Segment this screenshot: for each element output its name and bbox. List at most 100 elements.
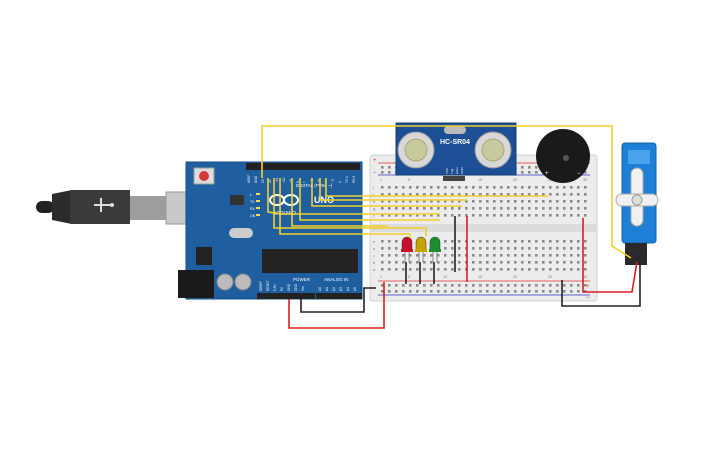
breadboard-hole (535, 261, 538, 264)
breadboard-hole (556, 214, 559, 217)
breadboard-hole (381, 207, 384, 210)
usb-cable (36, 190, 205, 225)
breadboard-hole (528, 261, 531, 264)
breadboard-hole (570, 290, 573, 293)
breadboard-hole (388, 290, 391, 293)
breadboard-hole (458, 207, 461, 210)
breadboard-hole (472, 200, 475, 203)
breadboard-hole (507, 186, 510, 189)
breadboard-hole (528, 200, 531, 203)
breadboard-hole (549, 268, 552, 271)
pin-label-top: GND (254, 175, 258, 183)
breadboard-hole (556, 240, 559, 243)
breadboard-hole (570, 261, 573, 264)
pin-label-top: RX 0 (352, 176, 356, 183)
breadboard-hole (500, 193, 503, 196)
breadboard-hole (521, 254, 524, 257)
breadboard-hole (416, 290, 419, 293)
breadboard-hole (584, 200, 587, 203)
rail-minus-bottom: − (586, 295, 590, 301)
pin-label-analog: A2 (332, 287, 336, 291)
breadboard-hole (416, 200, 419, 203)
breadboard-hole (556, 290, 559, 293)
breadboard-hole (395, 268, 398, 271)
breadboard-hole (472, 193, 475, 196)
breadboard-hole (500, 284, 503, 287)
breadboard-hole (514, 186, 517, 189)
breadboard-hole (584, 207, 587, 210)
breadboard-hole (584, 268, 587, 271)
breadboard-hole (521, 240, 524, 243)
breadboard-hole (535, 284, 538, 287)
breadboard-hole (458, 254, 461, 257)
sensor-pin-label: Echo (455, 167, 459, 174)
breadboard-hole (535, 247, 538, 250)
pin-label-power: IOREF (259, 281, 263, 291)
breadboard-hole (486, 284, 489, 287)
column-number: 30 (583, 275, 587, 279)
breadboard-hole (535, 171, 538, 174)
breadboard-hole (458, 193, 461, 196)
breadboard-hole (570, 200, 573, 203)
breadboard-hole (535, 200, 538, 203)
breadboard-hole (472, 284, 475, 287)
breadboard-hole (563, 261, 566, 264)
reset-button[interactable] (193, 167, 215, 185)
breadboard-hole (514, 290, 517, 293)
breadboard-hole (423, 254, 426, 257)
breadboard-hole (486, 200, 489, 203)
breadboard-hole (437, 284, 440, 287)
breadboard-hole (486, 240, 489, 243)
breadboard-hole (535, 214, 538, 217)
breadboard-hole (402, 254, 405, 257)
breadboard-hole (388, 166, 391, 169)
breadboard-hole (493, 240, 496, 243)
breadboard-hole (381, 247, 384, 250)
breadboard-hole (479, 207, 482, 210)
breadboard-hole (402, 268, 405, 271)
wire-yellow-1 (267, 178, 440, 215)
breadboard-hole (381, 284, 384, 287)
breadboard-hole (381, 166, 384, 169)
row-letter: f (373, 213, 375, 218)
breadboard-hole (416, 284, 419, 287)
breadboard-hole (479, 240, 482, 243)
led-green (429, 236, 441, 262)
breadboard-hole (542, 200, 545, 203)
breadboard-hole (402, 284, 405, 287)
breadboard-hole (528, 186, 531, 189)
breadboard-hole (577, 207, 580, 210)
breadboard-hole (493, 193, 496, 196)
breadboard-hole (437, 200, 440, 203)
breadboard-hole (563, 247, 566, 250)
breadboard-hole (388, 186, 391, 189)
breadboard-hole (514, 193, 517, 196)
breadboard-hole (465, 290, 468, 293)
analog-header-label: ANALOG IN (324, 277, 349, 282)
breadboard-hole (493, 254, 496, 257)
breadboard-hole (486, 268, 489, 271)
column-number: 15 (478, 178, 482, 182)
breadboard-hole (584, 193, 587, 196)
breadboard-hole (458, 186, 461, 189)
breadboard-hole (528, 247, 531, 250)
board-led-label: TX (250, 200, 255, 204)
breadboard-hole (507, 254, 510, 257)
breadboard-hole (381, 186, 384, 189)
breadboard-hole (479, 284, 482, 287)
breadboard-hole (507, 200, 510, 203)
sensor-model-label: HC-SR04 (440, 139, 470, 146)
row-letter: c (373, 253, 375, 258)
breadboard-hole (395, 186, 398, 189)
breadboard-hole (430, 200, 433, 203)
breadboard-hole (388, 240, 391, 243)
breadboard-hole (556, 284, 559, 287)
breadboard-hole (500, 290, 503, 293)
breadboard-hole (388, 247, 391, 250)
breadboard-hole (458, 268, 461, 271)
breadboard-hole (521, 268, 524, 271)
breadboard-hole (402, 193, 405, 196)
breadboard-hole (521, 247, 524, 250)
wire-yellow-6 (311, 178, 462, 207)
